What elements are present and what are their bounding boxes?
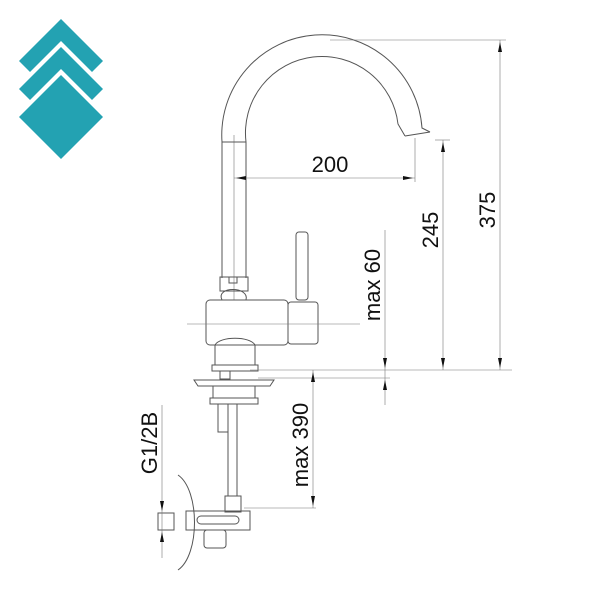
dim-total-height: 375 — [475, 192, 500, 229]
dim-max-deck-thickness: max 60 — [360, 249, 385, 321]
dimension-lines — [160, 39, 512, 558]
dim-connection-thread: G1/2B — [137, 412, 162, 474]
spout — [219, 34, 431, 300]
angle-valve — [157, 474, 251, 571]
dim-max-hose-length: max 390 — [288, 403, 313, 487]
dim-spout-height: 245 — [418, 212, 443, 249]
dim-spout-reach: 200 — [312, 152, 349, 177]
supply-hose — [224, 404, 242, 513]
faucet-body — [187, 231, 360, 433]
brand-logo — [19, 19, 103, 159]
